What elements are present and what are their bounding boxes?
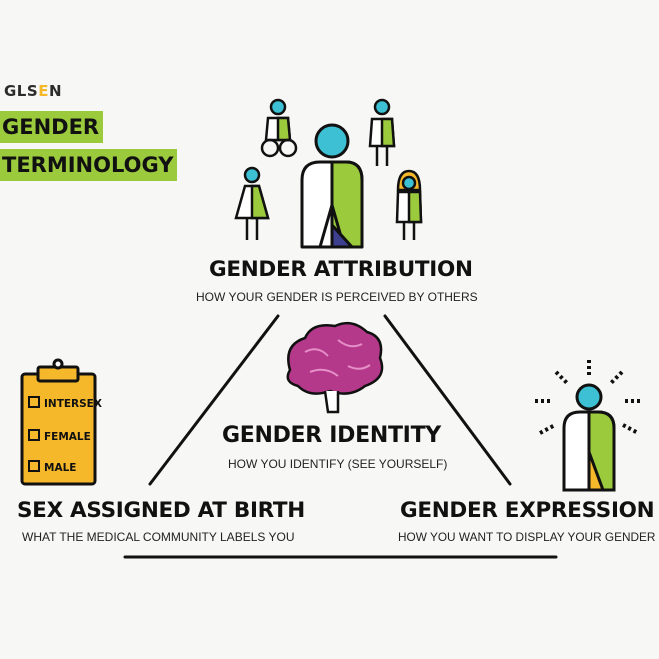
person-in-hijab-icon — [395, 169, 423, 240]
clipboard-checkboxes — [28, 396, 40, 472]
logo-text-start: GLS — [4, 82, 39, 100]
brain-icon — [286, 321, 384, 414]
clipboard-option-female: FEMALE — [44, 431, 91, 443]
clipboard-option-male: MALE — [44, 462, 76, 474]
wheelchair-user-icon — [260, 98, 298, 158]
right-connector-line — [383, 314, 512, 486]
checkbox-female — [28, 429, 40, 441]
checkbox-intersex — [28, 396, 40, 408]
triangle-connectors — [123, 314, 558, 559]
left-connector-line — [148, 314, 280, 486]
attribution-heading: GENDER ATTRIBUTION — [209, 257, 473, 282]
expression-rays — [535, 360, 643, 435]
identity-heading: GENDER IDENTITY — [222, 423, 441, 448]
checkbox-male — [28, 460, 40, 472]
attribution-caption: HOW YOUR GENDER IS PERCEIVED BY OTHERS — [196, 290, 478, 304]
clipboard-icon — [20, 358, 97, 486]
expression-heading: GENDER EXPRESSION — [400, 498, 655, 523]
glsen-logo: GLSEN — [4, 82, 62, 100]
logo-text-end: N — [48, 82, 62, 100]
title-line-2: TERMINOLOGY — [0, 149, 178, 181]
expression-caption: HOW YOU WANT TO DISPLAY YOUR GENDER — [398, 530, 656, 544]
clipboard-option-intersex: INTERSEX — [44, 398, 102, 410]
sex-heading: SEX ASSIGNED AT BIRTH — [17, 498, 305, 523]
expressive-person-icon — [562, 383, 616, 492]
identity-caption: HOW YOU IDENTIFY (SEE YOURSELF) — [228, 457, 448, 471]
logo-text-accent: E — [38, 82, 49, 100]
person-in-dress-icon — [234, 166, 270, 240]
sex-caption: WHAT THE MEDICAL COMMUNITY LABELS YOU — [22, 530, 295, 544]
title-line-1: GENDER — [0, 111, 104, 143]
person-icon-top-right — [368, 98, 396, 166]
central-person-icon — [300, 123, 364, 249]
